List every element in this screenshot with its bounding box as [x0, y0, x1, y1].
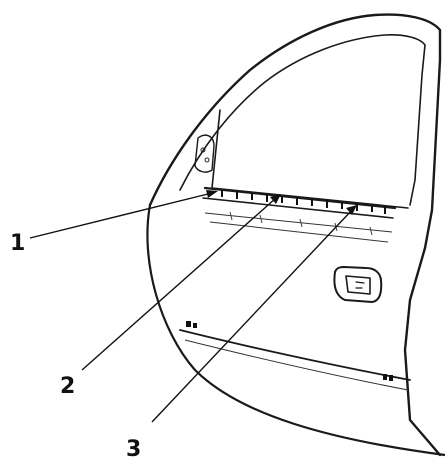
body-clip-marks: [186, 321, 393, 381]
callout-label-2: 2: [60, 374, 75, 399]
callout-label-3: 3: [126, 437, 141, 459]
inner-panel-line-1: [204, 212, 393, 233]
belt-moulding-bottom: [202, 197, 394, 219]
window-frame-outer: [148, 13, 442, 457]
callout-3-leader: [151, 205, 357, 423]
callout-1-leader: [29, 190, 218, 239]
mirror-bolt-1: [200, 147, 206, 153]
mirror-bolt-2: [204, 157, 210, 163]
belt-moulding-top: [203, 186, 397, 210]
window-frame-inner: [179, 34, 426, 206]
door-handle: [333, 266, 383, 303]
callout-label-1: 1: [10, 231, 25, 256]
mirror-corner: [194, 134, 215, 173]
inner-panel-marks: [229, 211, 373, 236]
body-side-moulding-lower: [184, 339, 409, 391]
callout-2-leader: [81, 194, 281, 371]
belt-moulding-clips: [221, 190, 386, 214]
door-outline: [146, 203, 445, 457]
window-glass-edge: [211, 109, 409, 209]
body-side-moulding: [179, 329, 411, 381]
inner-panel-line-2: [209, 221, 389, 243]
